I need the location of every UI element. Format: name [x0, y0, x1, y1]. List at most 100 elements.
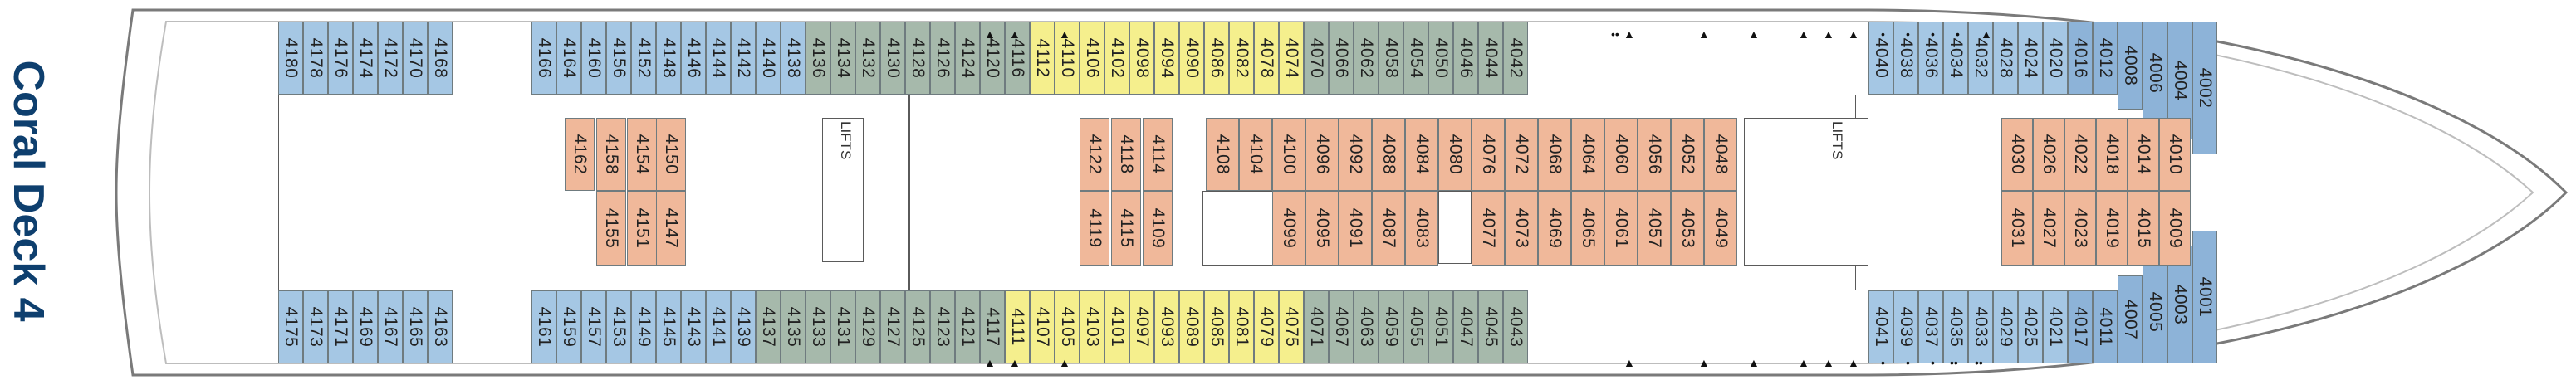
cabin-4096[interactable]: 4096 [1305, 118, 1339, 191]
cabin-4112[interactable]: 4112 [1030, 22, 1055, 95]
cabin-4102[interactable]: 4102 [1104, 22, 1129, 95]
cabin-4163[interactable]: 4163 [428, 290, 453, 363]
cabin-4072[interactable]: 4072 [1505, 118, 1538, 191]
cabin-4128[interactable]: 4128 [905, 22, 930, 95]
cabin-4130[interactable]: 4130 [880, 22, 905, 95]
cabin-4059[interactable]: 4059 [1379, 290, 1403, 363]
cabin-4110[interactable]: 4110 [1055, 22, 1080, 95]
cabin-4087[interactable]: 4087 [1372, 191, 1405, 266]
cabin-4008[interactable]: 4008 [2118, 22, 2143, 110]
cabin-4056[interactable]: 4056 [1638, 118, 1671, 191]
cabin-4046[interactable]: 4046 [1453, 22, 1478, 95]
cabin-4048[interactable]: 4048 [1704, 118, 1737, 191]
cabin-4002[interactable]: 4002 [2192, 22, 2217, 154]
cabin-4131[interactable]: 4131 [830, 290, 855, 363]
cabin-4117[interactable]: 4117 [980, 290, 1005, 363]
cabin-4086[interactable]: 4086 [1204, 22, 1229, 95]
cabin-4093[interactable]: 4093 [1154, 290, 1179, 363]
cabin-4089[interactable]: 4089 [1179, 290, 1204, 363]
cabin-4150[interactable]: 4150 [656, 118, 686, 191]
cabin-4034[interactable]: 4034 [1943, 22, 1968, 95]
cabin-4157[interactable]: 4157 [581, 290, 606, 363]
cabin-4125[interactable]: 4125 [905, 290, 930, 363]
cabin-4148[interactable]: 4148 [656, 22, 681, 95]
cabin-4145[interactable]: 4145 [656, 290, 681, 363]
cabin-4138[interactable]: 4138 [781, 22, 806, 95]
cabin-4027[interactable]: 4027 [2033, 191, 2064, 266]
cabin-4168[interactable]: 4168 [428, 22, 453, 95]
cabin-4180[interactable]: 4180 [278, 22, 303, 95]
cabin-4067[interactable]: 4067 [1329, 290, 1354, 363]
cabin-4097[interactable]: 4097 [1129, 290, 1154, 363]
cabin-4099[interactable]: 4099 [1272, 191, 1305, 266]
cabin-4026[interactable]: 4026 [2033, 118, 2064, 191]
cabin-4147[interactable]: 4147 [656, 191, 686, 266]
cabin-4098[interactable]: 4098 [1129, 22, 1154, 95]
cabin-4017[interactable]: 4017 [2068, 290, 2093, 363]
cabin-4077[interactable]: 4077 [1472, 191, 1505, 266]
cabin-4045[interactable]: 4045 [1478, 290, 1503, 363]
cabin-4173[interactable]: 4173 [303, 290, 328, 363]
cabin-4054[interactable]: 4054 [1403, 22, 1428, 95]
cabin-4121[interactable]: 4121 [955, 290, 980, 363]
cabin-4044[interactable]: 4044 [1478, 22, 1503, 95]
cabin-4174[interactable]: 4174 [353, 22, 378, 95]
cabin-4024[interactable]: 4024 [2018, 22, 2043, 95]
cabin-4151[interactable]: 4151 [627, 191, 657, 266]
cabin-4132[interactable]: 4132 [855, 22, 880, 95]
cabin-4001[interactable]: 4001 [2192, 231, 2217, 363]
cabin-4064[interactable]: 4064 [1571, 118, 1604, 191]
cabin-4118[interactable]: 4118 [1111, 118, 1141, 191]
cabin-4053[interactable]: 4053 [1671, 191, 1704, 266]
cabin-4055[interactable]: 4055 [1403, 290, 1428, 363]
cabin-4158[interactable]: 4158 [596, 118, 626, 191]
cabin-4167[interactable]: 4167 [378, 290, 403, 363]
cabin-4126[interactable]: 4126 [930, 22, 955, 95]
cabin-4052[interactable]: 4052 [1671, 118, 1704, 191]
cabin-4107[interactable]: 4107 [1030, 290, 1055, 363]
cabin-4085[interactable]: 4085 [1204, 290, 1229, 363]
cabin-4025[interactable]: 4025 [2018, 290, 2043, 363]
cabin-4074[interactable]: 4074 [1279, 22, 1304, 95]
cabin-4169[interactable]: 4169 [353, 290, 378, 363]
cabin-4140[interactable]: 4140 [756, 22, 781, 95]
cabin-4050[interactable]: 4050 [1428, 22, 1453, 95]
cabin-4084[interactable]: 4084 [1405, 118, 1438, 191]
cabin-4111[interactable]: 4111 [1005, 290, 1030, 363]
cabin-4175[interactable]: 4175 [278, 290, 303, 363]
cabin-4154[interactable]: 4154 [627, 118, 657, 191]
cabin-4135[interactable]: 4135 [781, 290, 806, 363]
cabin-4076[interactable]: 4076 [1472, 118, 1505, 191]
cabin-4078[interactable]: 4078 [1254, 22, 1279, 95]
cabin-4095[interactable]: 4095 [1305, 191, 1339, 266]
cabin-4005[interactable]: 4005 [2143, 261, 2167, 363]
cabin-4075[interactable]: 4075 [1279, 290, 1304, 363]
cabin-4065[interactable]: 4065 [1571, 191, 1604, 266]
cabin-4162[interactable]: 4162 [565, 118, 595, 191]
cabin-4068[interactable]: 4068 [1538, 118, 1571, 191]
cabin-4073[interactable]: 4073 [1505, 191, 1538, 266]
cabin-4021[interactable]: 4021 [2043, 290, 2068, 363]
cabin-4009[interactable]: 4009 [2159, 191, 2191, 266]
cabin-4136[interactable]: 4136 [806, 22, 830, 95]
cabin-4051[interactable]: 4051 [1428, 290, 1453, 363]
cabin-4029[interactable]: 4029 [1993, 290, 2018, 363]
cabin-4171[interactable]: 4171 [328, 290, 353, 363]
cabin-4092[interactable]: 4092 [1339, 118, 1372, 191]
cabin-4018[interactable]: 4018 [2096, 118, 2128, 191]
cabin-4043[interactable]: 4043 [1503, 290, 1528, 363]
cabin-4164[interactable]: 4164 [556, 22, 581, 95]
cabin-4035[interactable]: 4035 [1943, 290, 1968, 363]
cabin-4139[interactable]: 4139 [731, 290, 756, 363]
cabin-4160[interactable]: 4160 [581, 22, 606, 95]
cabin-4028[interactable]: 4028 [1993, 22, 2018, 95]
cabin-4058[interactable]: 4058 [1379, 22, 1403, 95]
cabin-4165[interactable]: 4165 [403, 290, 428, 363]
cabin-4103[interactable]: 4103 [1080, 290, 1104, 363]
cabin-4071[interactable]: 4071 [1304, 290, 1329, 363]
cabin-4039[interactable]: 4039 [1893, 290, 1918, 363]
cabin-4006[interactable]: 4006 [2143, 22, 2167, 124]
cabin-4014[interactable]: 4014 [2128, 118, 2159, 191]
cabin-4172[interactable]: 4172 [378, 22, 403, 95]
cabin-4115[interactable]: 4115 [1111, 191, 1141, 266]
